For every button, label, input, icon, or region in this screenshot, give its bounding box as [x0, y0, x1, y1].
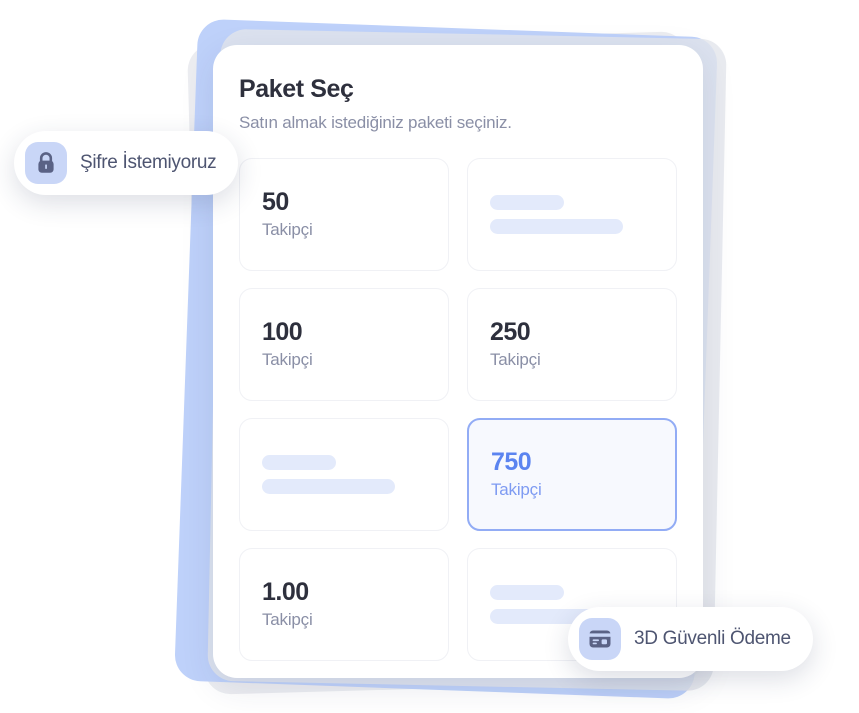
skeleton-bar — [262, 454, 336, 470]
page-subtitle: Satın almak istediğiniz paketi seçiniz. — [239, 112, 512, 132]
skeleton-bar — [490, 194, 564, 210]
badge-no-password-label: Şifre İstemiyoruz — [80, 152, 217, 173]
badge-3d-secure-payment[interactable]: 3D Güvenli Ödeme — [568, 607, 813, 671]
page-title: Paket Seç — [239, 75, 354, 103]
package-card-loading[interactable] — [239, 417, 449, 531]
package-amount: 50 — [262, 187, 289, 216]
lock-icon — [25, 142, 67, 184]
skeleton-bar — [490, 584, 564, 600]
package-unit: Takipçi — [490, 350, 541, 369]
package-unit: Takipçi — [491, 480, 542, 499]
package-selection-sheet: Paket Seç Satın almak istediğiniz paketi… — [213, 45, 703, 678]
badge-no-password[interactable]: Şifre İstemiyoruz — [14, 131, 239, 195]
package-unit: Takipçi — [262, 610, 313, 629]
skeleton-bar — [490, 218, 623, 234]
skeleton-bar — [262, 478, 395, 494]
package-amount: 100 — [262, 317, 303, 346]
package-amount: 1.00 — [262, 577, 309, 606]
badge-3d-secure-payment-label: 3D Güvenli Ödeme — [634, 628, 791, 649]
package-unit: Takipçi — [262, 350, 313, 369]
credit-card-icon — [579, 618, 621, 660]
package-unit: Takipçi — [262, 220, 313, 239]
package-amount: 250 — [490, 317, 531, 346]
package-card-loading[interactable] — [467, 157, 677, 271]
package-amount: 750 — [491, 447, 532, 476]
